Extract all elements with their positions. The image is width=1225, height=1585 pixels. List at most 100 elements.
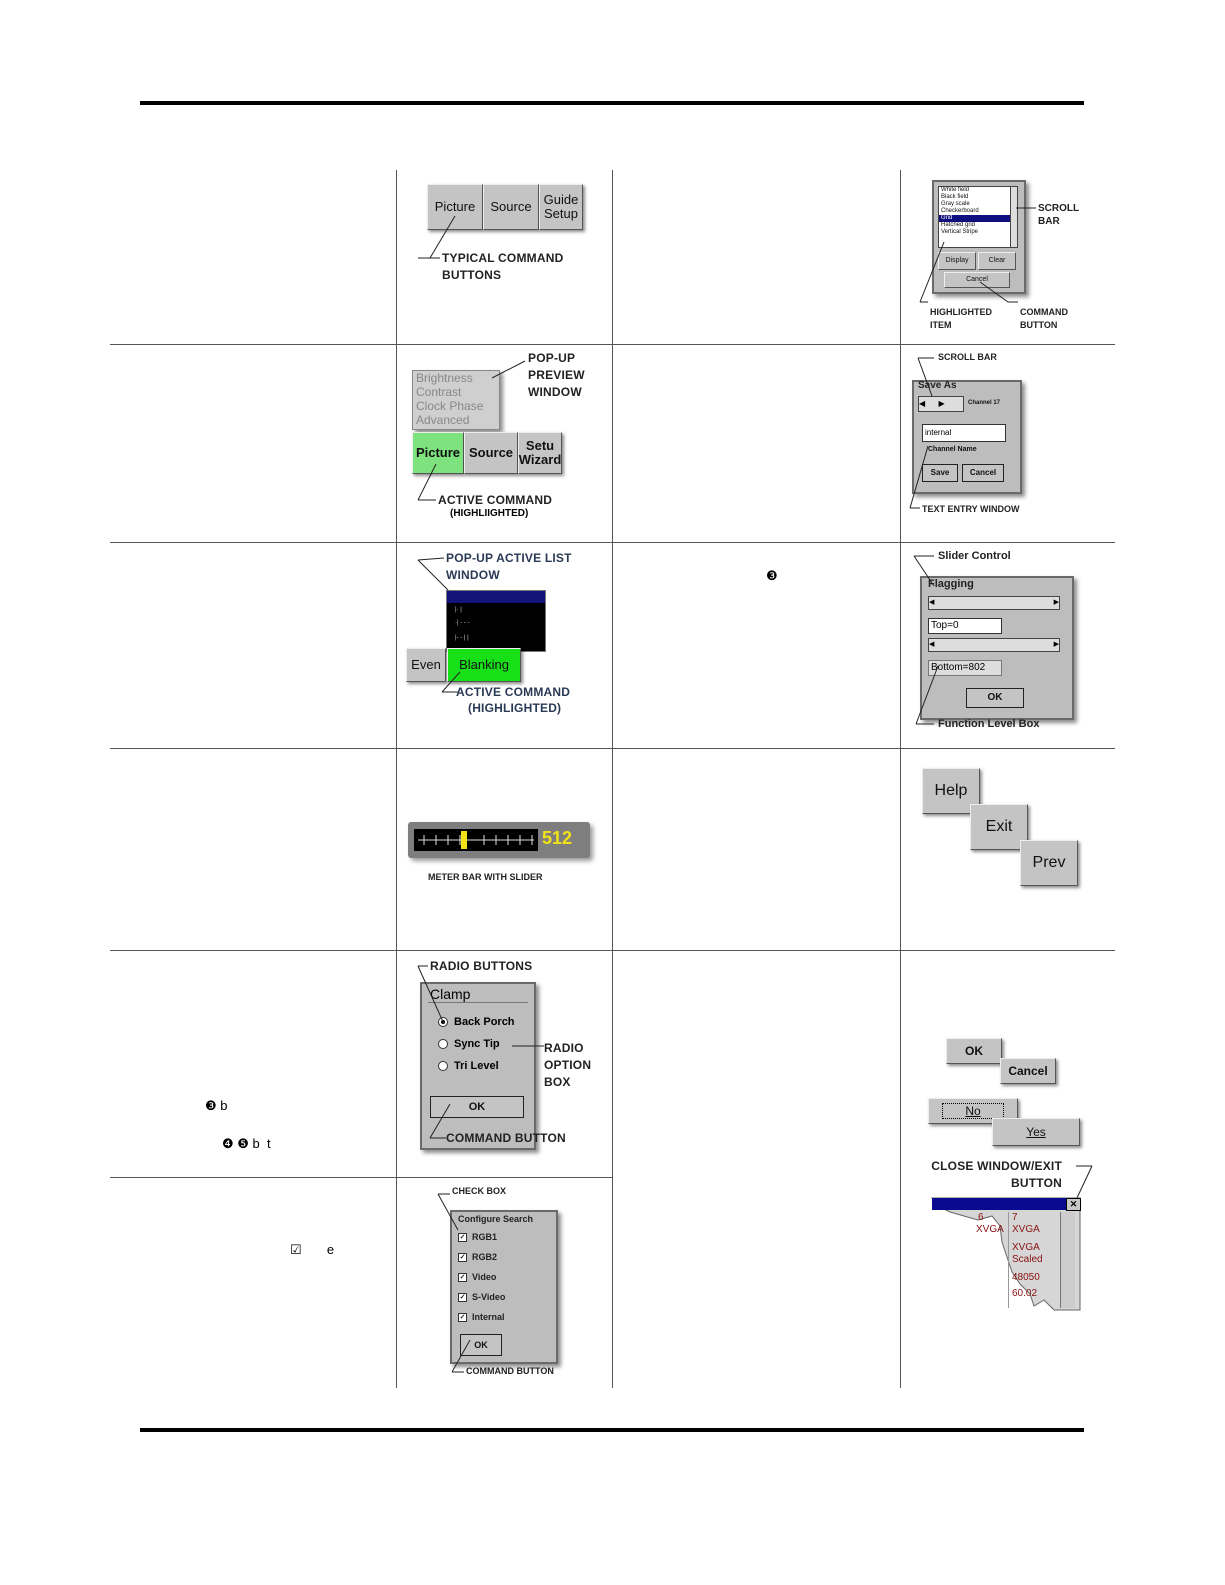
meter-value: 512	[542, 828, 573, 848]
fig-command-buttons: Picture Source Guide Setup TYPICAL COMMA…	[400, 172, 610, 342]
callout-lines	[931, 1165, 1093, 1311]
callout-text-entry-window: TEXT ENTRY WINDOW	[922, 504, 1020, 514]
callout-scroll-bar: SCROLL BAR	[938, 352, 997, 362]
callout-pop-up-active-list: POP-UP ACTIVE LIST WINDOW	[446, 551, 572, 582]
preview-window: Brightness Contrast Clock Phase Advanced	[412, 370, 500, 430]
guide-setup-button[interactable]: Guide Setup	[539, 184, 583, 230]
checkbox-label: Video	[472, 1272, 497, 1282]
bottom-slider[interactable]: ◀▶	[928, 638, 1060, 652]
configure-search-title: Configure Search	[458, 1214, 534, 1224]
radio-tri-level[interactable]: Tri Level	[438, 1060, 499, 1072]
radio-sync-tip[interactable]: Sync Tip	[438, 1038, 500, 1050]
picture-button-active[interactable]: Picture	[412, 432, 464, 474]
list-item[interactable]: Vertical Stripe	[941, 229, 979, 235]
fig-navigation-buttons: Help Exit Prev	[904, 752, 1114, 948]
check-rgb1[interactable]: ✓ RGB1	[458, 1232, 498, 1243]
check-video[interactable]: ✓ Video	[458, 1272, 497, 1283]
no-label: No	[942, 1103, 1004, 1119]
callout-function-level-box: Function Level Box	[938, 718, 1040, 730]
setup-wizard-button[interactable]: Setu Wizard	[518, 432, 562, 474]
footer-rule	[140, 1428, 1084, 1432]
channel-label: Channel 17	[968, 400, 1001, 406]
callout-lines	[417, 557, 461, 693]
list-item[interactable]: Black field	[941, 194, 969, 200]
checkbox-icon: ✓	[458, 1273, 467, 1283]
flagging-title: Flagging	[928, 578, 974, 590]
clear-button[interactable]: Clear	[978, 252, 1016, 270]
col1-row5-marker-2: ❹ ❺ b t	[222, 1136, 271, 1151]
callout-highlighted: (HIGHLIGHTED)	[468, 701, 562, 715]
callout-command-button: COMMAND BUTTON	[466, 1366, 554, 1376]
callout-close-window-exit: CLOSE WINDOW/EXIT BUTTON	[931, 1159, 1062, 1190]
ok-button[interactable]: OK	[966, 688, 1024, 708]
ok-button[interactable]: OK	[460, 1334, 502, 1356]
meter-slider[interactable]	[461, 831, 467, 849]
pattern-list-window: White field Black field Gray scale Check…	[932, 180, 1026, 294]
display-button[interactable]: Display	[938, 252, 976, 270]
list-item[interactable]: Gray scale	[941, 201, 970, 207]
list-item[interactable]: Hatched grid	[941, 222, 976, 228]
preview-item: Contrast	[416, 385, 462, 399]
list-item-highlighted[interactable]: Grid	[939, 215, 1011, 222]
callout-active-command: ACTIVE COMMAND	[456, 685, 571, 699]
table-cell: XVGA	[1012, 1224, 1040, 1235]
bottom-value-field: Bottom=802	[928, 660, 1002, 676]
source-button[interactable]: Source	[464, 432, 518, 474]
checkbox-label: Internal	[472, 1312, 505, 1322]
callout-lines	[919, 207, 1036, 303]
channel-name-input[interactable]: internal	[922, 424, 1006, 442]
prev-button[interactable]: Prev	[1020, 840, 1078, 886]
list-item[interactable]: Checkerboard	[941, 208, 979, 214]
pattern-list: White field Black field Gray scale Check…	[938, 186, 1012, 248]
scrollbar[interactable]	[1010, 186, 1018, 248]
save-as-window: Save As ◀ ▶ Channel 17 internal Channel …	[912, 380, 1022, 494]
save-button[interactable]: Save	[922, 464, 958, 482]
checkbox-label: RGB1	[472, 1232, 498, 1242]
table-cell: 60.02	[1012, 1288, 1038, 1299]
preview-item: Clock Phase	[416, 399, 484, 413]
top-value-field: Top=0	[928, 618, 1002, 634]
fig-active-list: POP-UP ACTIVE LIST WINDOW |· | ·| - - - …	[400, 546, 610, 746]
callout-lines	[417, 965, 544, 1139]
active-list-window: |· | ·| - - - |- - | |	[446, 590, 546, 652]
check-internal[interactable]: ✓Internal	[458, 1312, 505, 1323]
exit-button[interactable]: Exit	[970, 804, 1028, 850]
even-button[interactable]: Even	[406, 648, 446, 682]
callout-slider-control: Slider Control	[938, 550, 1011, 562]
ok-button[interactable]: OK	[430, 1096, 524, 1118]
radio-icon	[438, 1061, 448, 1072]
table-fragment: 6 XVGA 7 XVGA XVGA Scaled 48050 60.02	[974, 1212, 1078, 1308]
fig-radio-buttons: RADIO BUTTONS Clamp Back Porch Sync Tip …	[400, 954, 610, 1174]
close-window-button[interactable]: ✕	[1066, 1198, 1081, 1211]
callout-lines	[909, 357, 934, 509]
yes-button[interactable]: Yes	[992, 1118, 1080, 1146]
callout-check-box: CHECK BOX	[452, 1186, 507, 1196]
list-item[interactable]: White field	[941, 187, 970, 193]
header-rule	[140, 101, 1084, 105]
meter-label: METER BAR WITH SLIDER	[428, 872, 543, 882]
checkbox-label: S-Video	[472, 1292, 506, 1302]
check-rgb2[interactable]: ✓RGB2	[458, 1252, 497, 1263]
checkbox-icon: ✓	[458, 1233, 467, 1243]
fig-preview-window: Brightness Contrast Clock Phase Advanced…	[400, 348, 610, 540]
checkbox-icon: ✓	[458, 1253, 467, 1263]
col1-row5-marker: ❸ b	[205, 1098, 228, 1113]
channel-name-label: Channel Name	[928, 446, 977, 453]
ok-button[interactable]: OK	[946, 1038, 1002, 1064]
cancel-button[interactable]: Cancel	[1000, 1058, 1056, 1084]
top-slider[interactable]: ◀▶	[928, 596, 1060, 610]
callout-command-button: COMMAND BUTTON	[446, 1131, 566, 1145]
checkbox-icon: ✓	[458, 1293, 467, 1303]
channel-scrollbar[interactable]: ◀ ▶	[918, 396, 964, 412]
blanking-button-active[interactable]: Blanking	[447, 648, 521, 682]
col1-row6-marker: ☑ e	[290, 1242, 335, 1257]
picture-button[interactable]: Picture	[427, 184, 483, 230]
scrollbar[interactable]	[1060, 1212, 1075, 1308]
preview-item: Brightness	[416, 371, 473, 385]
source-button[interactable]: Source	[483, 184, 539, 230]
cancel-button[interactable]: Cancel	[944, 272, 1010, 288]
check-s-video[interactable]: ✓ S-Video	[458, 1292, 506, 1303]
callout-lines	[437, 1193, 471, 1373]
table-cell: XVGA Scaled	[1012, 1242, 1043, 1265]
cancel-button[interactable]: Cancel	[962, 464, 1004, 482]
